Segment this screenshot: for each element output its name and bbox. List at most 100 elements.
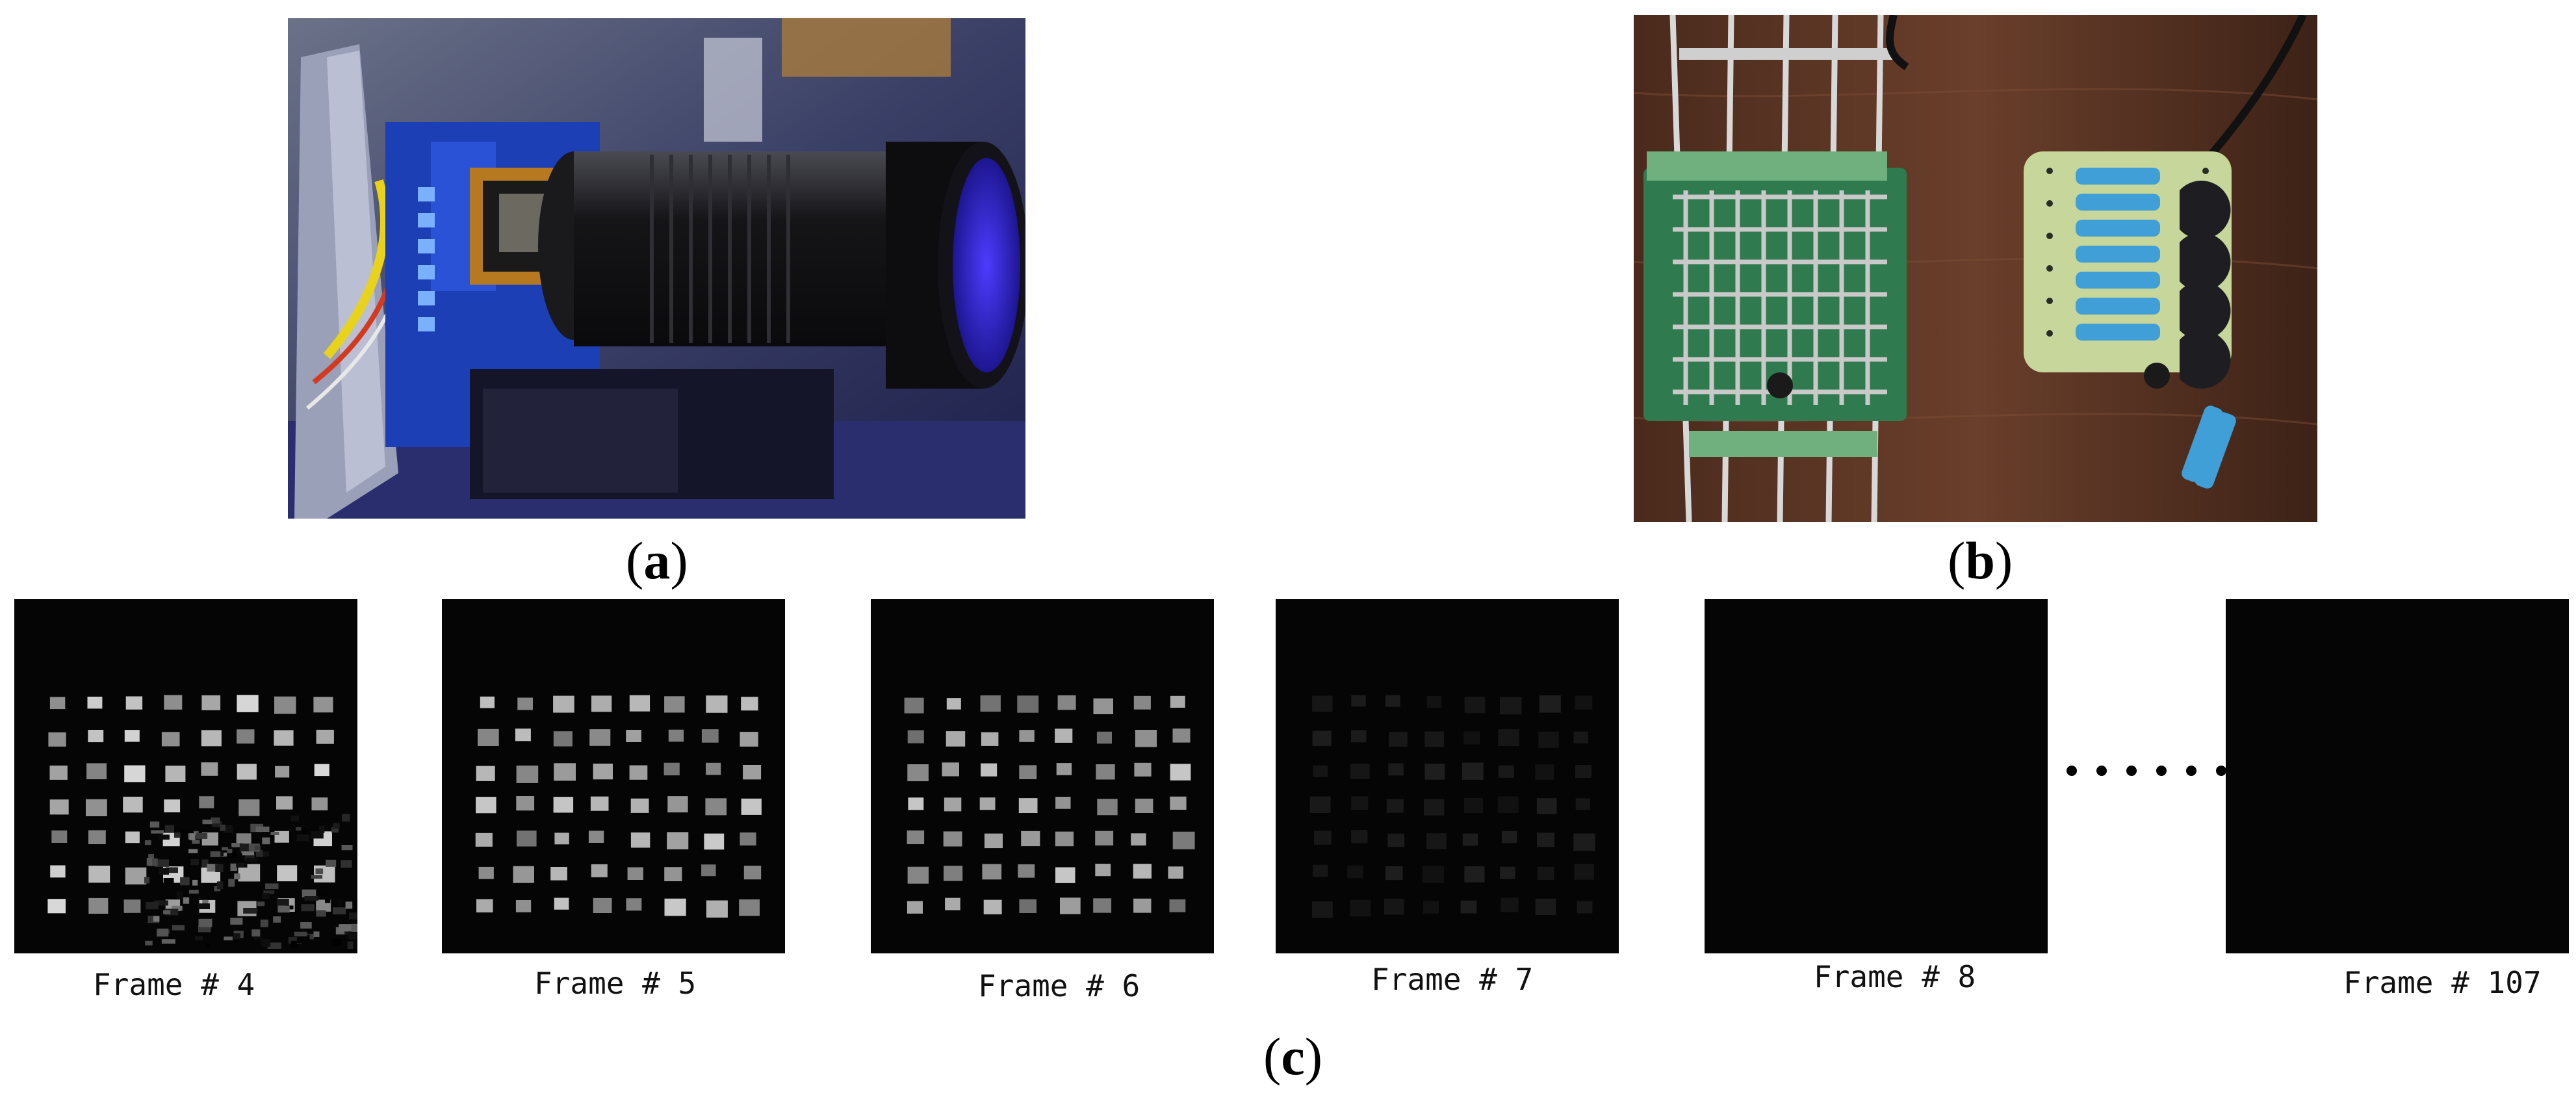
- noise-speckle: [144, 840, 151, 845]
- noise-speckle: [210, 851, 221, 857]
- led-spot: [125, 831, 140, 844]
- led-spot: [1423, 901, 1439, 914]
- led-spot: [908, 797, 924, 810]
- noise-speckle: [267, 942, 281, 949]
- noise-speckle: [215, 864, 224, 872]
- noise-speckle: [277, 905, 290, 913]
- led-spot: [1539, 695, 1561, 713]
- led-spot: [629, 695, 650, 712]
- led-spot: [316, 729, 334, 744]
- led-spot: [630, 832, 650, 848]
- noise-speckle: [313, 931, 320, 937]
- led-spot: [1313, 864, 1328, 877]
- led-spot: [706, 900, 728, 918]
- led-spot: [706, 695, 728, 713]
- led-spot: [1464, 797, 1484, 814]
- noise-speckle: [159, 834, 170, 840]
- led-spot: [741, 798, 762, 815]
- led-spot: [1386, 799, 1404, 813]
- led-spot: [1019, 730, 1035, 742]
- led-spot: [1426, 696, 1442, 708]
- led-spot: [664, 898, 686, 916]
- led-spot: [1131, 833, 1146, 845]
- noise-speckle: [333, 823, 340, 829]
- noise-speckle: [165, 867, 178, 873]
- led-spot: [276, 796, 293, 810]
- led-spot: [1577, 901, 1593, 914]
- led-spot: [237, 764, 257, 780]
- noise-speckle: [188, 890, 199, 894]
- noise-speckle: [341, 860, 352, 868]
- noise-speckle: [345, 901, 353, 909]
- led-spot: [313, 697, 333, 713]
- led-spot: [907, 901, 923, 914]
- noise-speckle: [222, 847, 228, 851]
- label-b-close: ): [1994, 531, 2013, 590]
- led-spot: [626, 898, 642, 911]
- led-spot: [201, 695, 221, 710]
- led-spot: [124, 765, 146, 782]
- led-spot: [553, 731, 573, 747]
- noise-speckle: [320, 818, 335, 823]
- led-spot: [1055, 831, 1074, 847]
- led-spot: [1575, 765, 1592, 779]
- led-spot: [741, 697, 758, 711]
- noise-speckle: [172, 925, 185, 931]
- noise-speckle: [190, 859, 199, 866]
- led-spot: [907, 830, 925, 844]
- led-spot: [277, 865, 298, 882]
- led-spot: [49, 697, 66, 710]
- led-spot: [164, 695, 183, 710]
- led-spot: [664, 867, 682, 881]
- frame-caption: Frame # 8: [1814, 959, 1976, 994]
- noise-speckle: [230, 918, 243, 925]
- noise-speckle: [341, 845, 353, 851]
- led-spot: [588, 831, 604, 843]
- led-spot: [664, 696, 685, 713]
- led-spot: [629, 765, 648, 780]
- led-spot: [1097, 799, 1118, 816]
- led-spot: [1135, 730, 1157, 747]
- noise-speckle: [159, 868, 170, 875]
- led-spot: [88, 730, 104, 743]
- noise-speckle: [301, 904, 315, 912]
- noise-speckle: [233, 933, 240, 940]
- noise-speckle: [243, 908, 257, 914]
- noise-speckle: [242, 851, 255, 856]
- label-b-open: (: [1948, 531, 1966, 590]
- noise-speckle: [145, 940, 153, 946]
- noise-speckle: [180, 877, 190, 886]
- led-spot: [516, 796, 535, 811]
- noise-speckle: [148, 854, 155, 860]
- noise-speckle: [224, 936, 233, 940]
- noise-speckle: [202, 899, 209, 905]
- noise-speckle: [202, 820, 213, 825]
- led-spot: [1351, 830, 1368, 844]
- noise-speckle: [339, 924, 352, 932]
- led-spot: [1313, 765, 1328, 777]
- led-spot: [311, 797, 328, 810]
- noise-speckle: [262, 893, 270, 899]
- led-spot: [1463, 731, 1480, 745]
- led-spot: [943, 831, 962, 847]
- noise-speckle: [290, 940, 298, 948]
- led-spot: [199, 796, 214, 808]
- led-spot: [1056, 763, 1072, 775]
- led-spot: [51, 830, 68, 843]
- led-spot: [701, 729, 719, 743]
- frame-image: [14, 599, 357, 953]
- label-a-close: ): [670, 531, 688, 590]
- noise-speckle: [211, 817, 220, 824]
- led-spot: [124, 730, 140, 742]
- noise-speckle: [201, 859, 209, 868]
- led-spot: [1389, 732, 1408, 747]
- led-spot: [591, 695, 612, 712]
- led-spot: [515, 729, 531, 742]
- led-spot: [1535, 764, 1554, 780]
- noise-speckle: [311, 831, 324, 839]
- noise-speckle: [198, 903, 210, 909]
- led-spot: [1095, 831, 1114, 845]
- led-spot: [1388, 763, 1404, 776]
- led-spot: [1501, 897, 1519, 912]
- noise-speckle: [263, 890, 275, 894]
